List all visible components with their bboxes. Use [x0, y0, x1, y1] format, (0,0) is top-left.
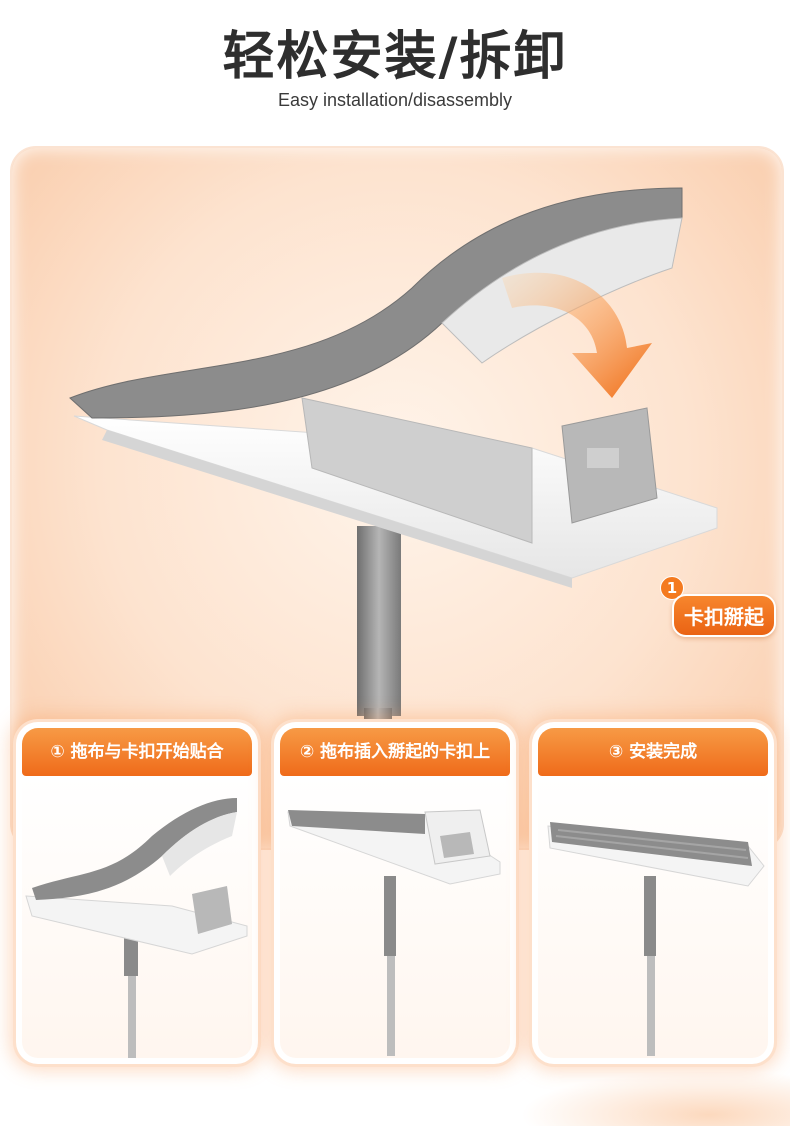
- step-card-2: ② 拖布插入掰起的卡扣上: [274, 722, 516, 1064]
- step-card-3: ③ 安装完成: [532, 722, 774, 1064]
- step-1-illustration: [25, 798, 248, 1058]
- mop-pad: [69, 187, 683, 419]
- callout-label: 卡扣掰起: [672, 594, 776, 637]
- step-card-1: ① 拖布与卡扣开始贴合: [16, 722, 258, 1064]
- step-3-illustration: [547, 822, 765, 1056]
- main-illustration-panel: 1 卡扣掰起: [10, 146, 784, 850]
- step-label-1: ① 拖布与卡扣开始贴合: [22, 728, 252, 776]
- mop-pole-joint: [357, 526, 401, 716]
- install-arrow-icon: [502, 272, 652, 398]
- decorative-glow: [520, 1070, 790, 1126]
- step-2-illustration: [287, 809, 501, 1056]
- step-label-2: ② 拖布插入掰起的卡扣上: [280, 728, 510, 776]
- page-title: 轻松安装/拆卸: [222, 27, 568, 87]
- mop-head-illustration: [69, 187, 718, 848]
- page-subtitle: Easy installation/disassembly: [277, 90, 513, 110]
- step-label-3: ③ 安装完成: [538, 728, 768, 776]
- mop-tray: [301, 397, 533, 544]
